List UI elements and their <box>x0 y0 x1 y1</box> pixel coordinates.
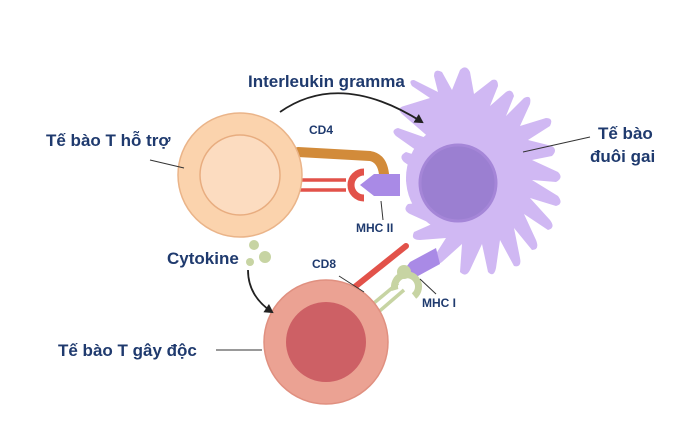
label-dendritic-1: Tế bào <box>598 124 653 143</box>
cd8-connector <box>343 243 409 297</box>
label-t-helper: Tế bào T hỗ trợ <box>46 131 171 150</box>
mhc2-molecule <box>360 174 400 196</box>
cytotoxic-t-cell-inner <box>286 302 366 382</box>
label-interleukin: Interleukin gramma <box>248 72 405 91</box>
label-dendritic-2: đuôi gai <box>590 147 655 166</box>
label-cytokine: Cytokine <box>167 249 239 268</box>
cytotoxic-tcr <box>366 265 422 317</box>
interleukin-arrow <box>279 92 424 124</box>
label-t-cytotoxic: Tế bào T gây độc <box>58 341 197 360</box>
dendritic-nucleus <box>418 143 498 223</box>
pointer-lines <box>149 136 591 351</box>
cytotoxic-t-cell <box>263 279 389 405</box>
label-mhc1: MHC I <box>422 296 456 310</box>
label-mhc2: MHC II <box>356 221 393 235</box>
label-cd8: CD8 <box>312 257 336 271</box>
cd4-connector <box>293 147 389 179</box>
helper-t-cell-inner <box>199 134 281 216</box>
cytokine-arrow <box>247 269 274 314</box>
helper-t-cell <box>177 112 303 238</box>
helper-tcr <box>300 168 365 202</box>
cytokine-particles <box>246 240 271 266</box>
label-cd4: CD4 <box>309 123 333 137</box>
dendritic-cell <box>393 67 561 275</box>
